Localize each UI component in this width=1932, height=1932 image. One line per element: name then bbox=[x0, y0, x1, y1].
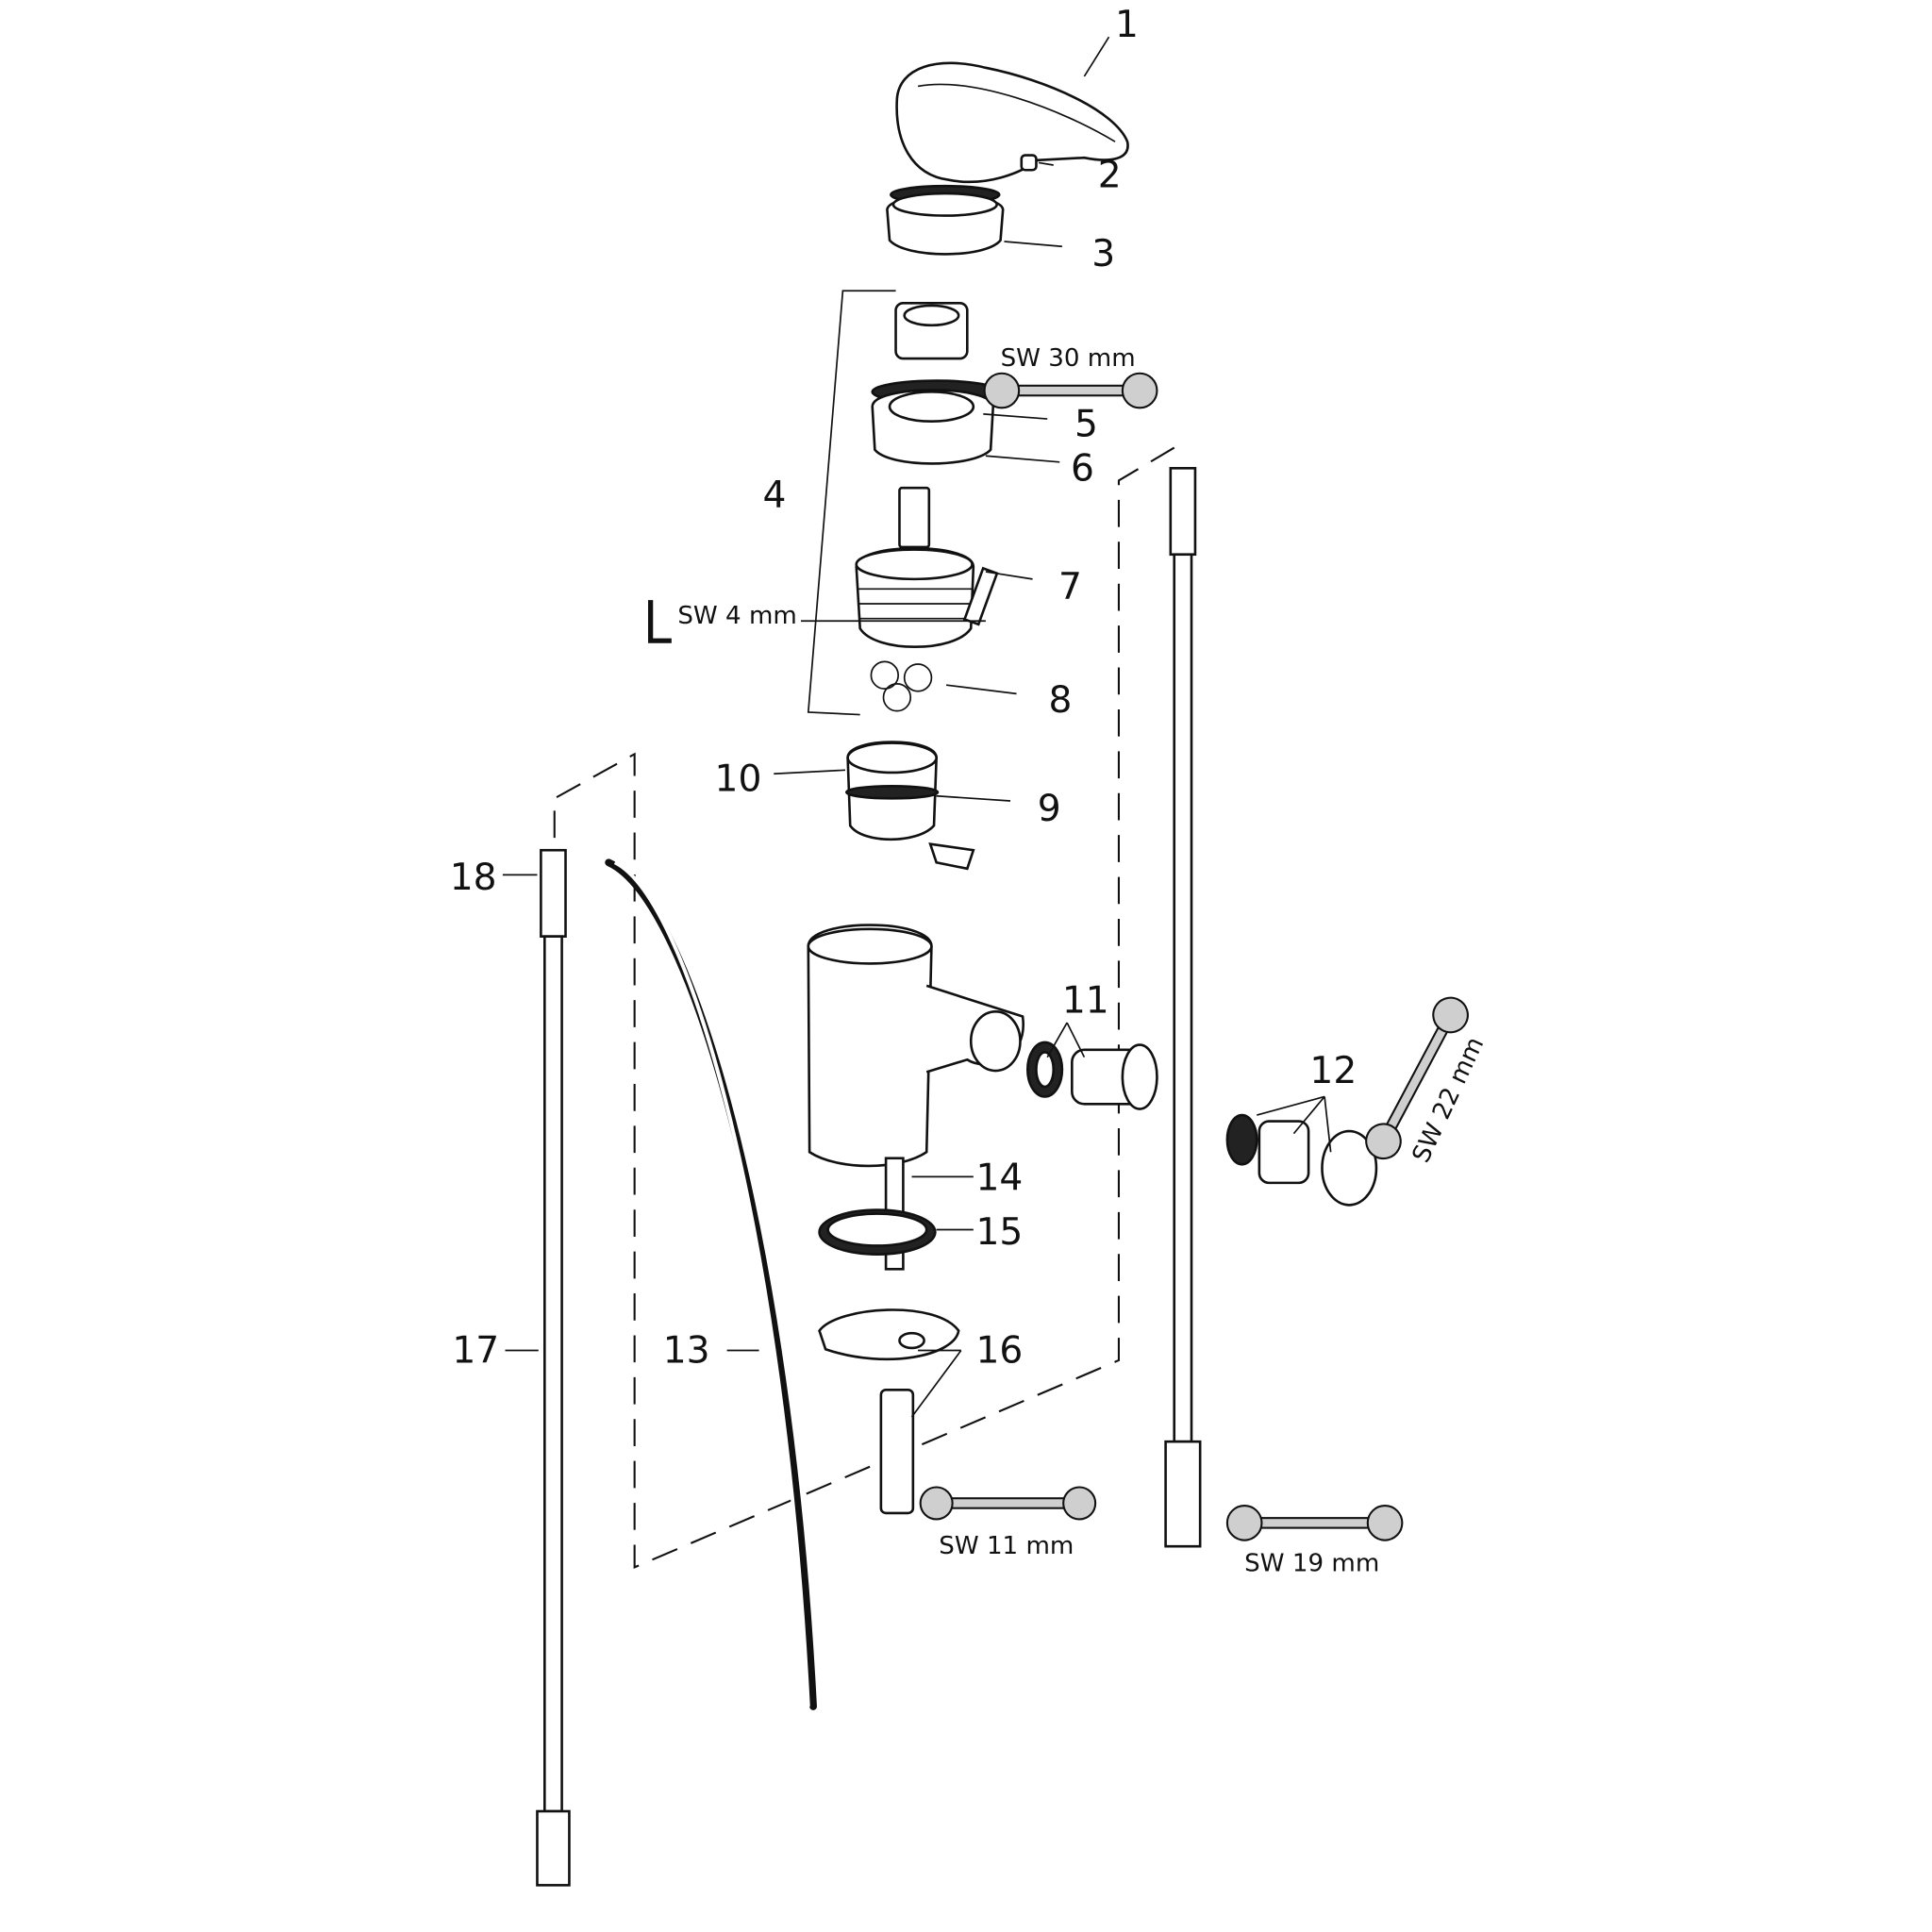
label-6: 6 bbox=[1071, 447, 1094, 490]
wrench-icon-sw19 bbox=[1225, 1505, 1404, 1541]
leader-lines bbox=[502, 36, 1332, 1418]
tool-label-sw22: SW 22 mm bbox=[1407, 1033, 1491, 1167]
label-8: 8 bbox=[1049, 679, 1073, 722]
label-13: 13 bbox=[663, 1330, 710, 1373]
label-9: 9 bbox=[1038, 788, 1061, 830]
wrench-icon-sw11 bbox=[919, 1486, 1097, 1521]
label-2: 2 bbox=[1098, 155, 1122, 197]
part-body-mixer bbox=[807, 924, 1024, 1168]
hose-right bbox=[1164, 467, 1202, 1548]
label-15: 15 bbox=[975, 1211, 1023, 1254]
label-17: 17 bbox=[452, 1330, 499, 1373]
label-10: 10 bbox=[715, 758, 762, 801]
label-16: 16 bbox=[975, 1330, 1023, 1373]
part-4-cartridge-assembly bbox=[807, 290, 1002, 716]
label-7: 7 bbox=[1058, 566, 1082, 608]
part-3-cap-ring bbox=[886, 184, 1005, 256]
part-1-handle bbox=[895, 61, 1129, 184]
part-16-fixing-set bbox=[818, 1308, 960, 1515]
tool-label-sw4: SW 4 mm bbox=[677, 602, 796, 630]
tool-label-sw11: SW 11 mm bbox=[939, 1532, 1074, 1560]
part-12-aerator bbox=[1225, 1113, 1378, 1207]
label-11: 11 bbox=[1062, 980, 1109, 1023]
part-9-10-diverter bbox=[845, 741, 975, 871]
part-13-lift-rod bbox=[605, 858, 817, 1710]
label-12: 12 bbox=[1309, 1050, 1357, 1092]
assembly-guide-left bbox=[553, 440, 1187, 1569]
part-11-connector bbox=[1025, 1041, 1158, 1110]
label-1: 1 bbox=[1115, 4, 1139, 46]
part-2-grub-screw bbox=[1020, 154, 1038, 172]
label-4: 4 bbox=[762, 475, 786, 517]
hex-key-icon bbox=[648, 600, 672, 643]
label-5: 5 bbox=[1074, 403, 1098, 445]
label-14: 14 bbox=[975, 1158, 1023, 1200]
label-18: 18 bbox=[450, 857, 497, 899]
label-3: 3 bbox=[1091, 233, 1115, 275]
tool-label-sw19: SW 19 mm bbox=[1244, 1549, 1379, 1577]
wrench-icon-sw30 bbox=[983, 372, 1158, 409]
wrench-icon-sw22 bbox=[1365, 996, 1469, 1160]
tool-label-sw30: SW 30 mm bbox=[1001, 344, 1136, 373]
part-17-18-hose-left bbox=[536, 848, 571, 1887]
